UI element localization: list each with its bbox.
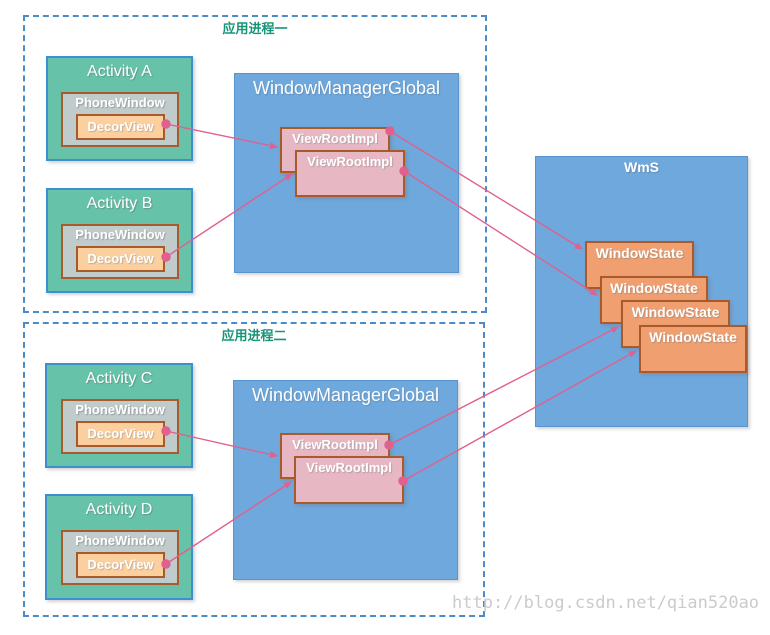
activity-d-title: Activity D <box>85 501 153 518</box>
phonewindow-d-box: PhoneWindow DecorView <box>61 530 179 585</box>
decorview-b-box: DecorView <box>76 246 165 272</box>
decorview-c-box: DecorView <box>76 421 165 447</box>
phonewindow-a-title: PhoneWindow <box>75 95 165 110</box>
process-1-label: 应用进程一 <box>222 21 288 36</box>
activity-d-box: Activity D PhoneWindow DecorView <box>45 494 193 600</box>
activity-c-title: Activity C <box>85 370 153 387</box>
activity-b-title: Activity B <box>86 195 153 212</box>
csdn-watermark: http://blog.csdn.net/qian520ao <box>452 593 760 613</box>
viewrootimpl-2-process1-box: ViewRootImpl <box>295 150 405 197</box>
windowmanagerglobal-1-title: WindowManagerGlobal <box>252 78 441 98</box>
wms-title: WmS <box>624 159 659 175</box>
phonewindow-d-title: PhoneWindow <box>75 533 165 548</box>
phonewindow-a-box: PhoneWindow DecorView <box>61 92 179 147</box>
phonewindow-b-box: PhoneWindow DecorView <box>61 224 179 279</box>
activity-a-title: Activity A <box>87 63 152 80</box>
windowmanagerglobal-2-title: WindowManagerGlobal <box>251 385 440 405</box>
windowstate-4-box: WindowState <box>639 325 747 373</box>
activity-c-box: Activity C PhoneWindow DecorView <box>45 363 193 468</box>
viewrootimpl-2-process2-box: ViewRootImpl <box>294 456 404 504</box>
process-2-label: 应用进程二 <box>221 328 287 343</box>
phonewindow-c-title: PhoneWindow <box>75 402 165 417</box>
activity-b-box: Activity B PhoneWindow DecorView <box>46 188 193 293</box>
decorview-a-box: DecorView <box>76 114 165 140</box>
windowmanagerglobal-1-box: WindowManagerGlobal ViewRootImpl ViewRoo… <box>234 73 459 273</box>
wms-box: WmS WindowState WindowState WindowState … <box>535 156 748 427</box>
phonewindow-b-title: PhoneWindow <box>75 227 165 242</box>
phonewindow-c-box: PhoneWindow DecorView <box>61 399 179 454</box>
decorview-d-box: DecorView <box>76 552 165 578</box>
windowmanagerglobal-2-box: WindowManagerGlobal ViewRootImpl ViewRoo… <box>233 380 458 580</box>
activity-a-box: Activity A PhoneWindow DecorView <box>46 56 193 161</box>
